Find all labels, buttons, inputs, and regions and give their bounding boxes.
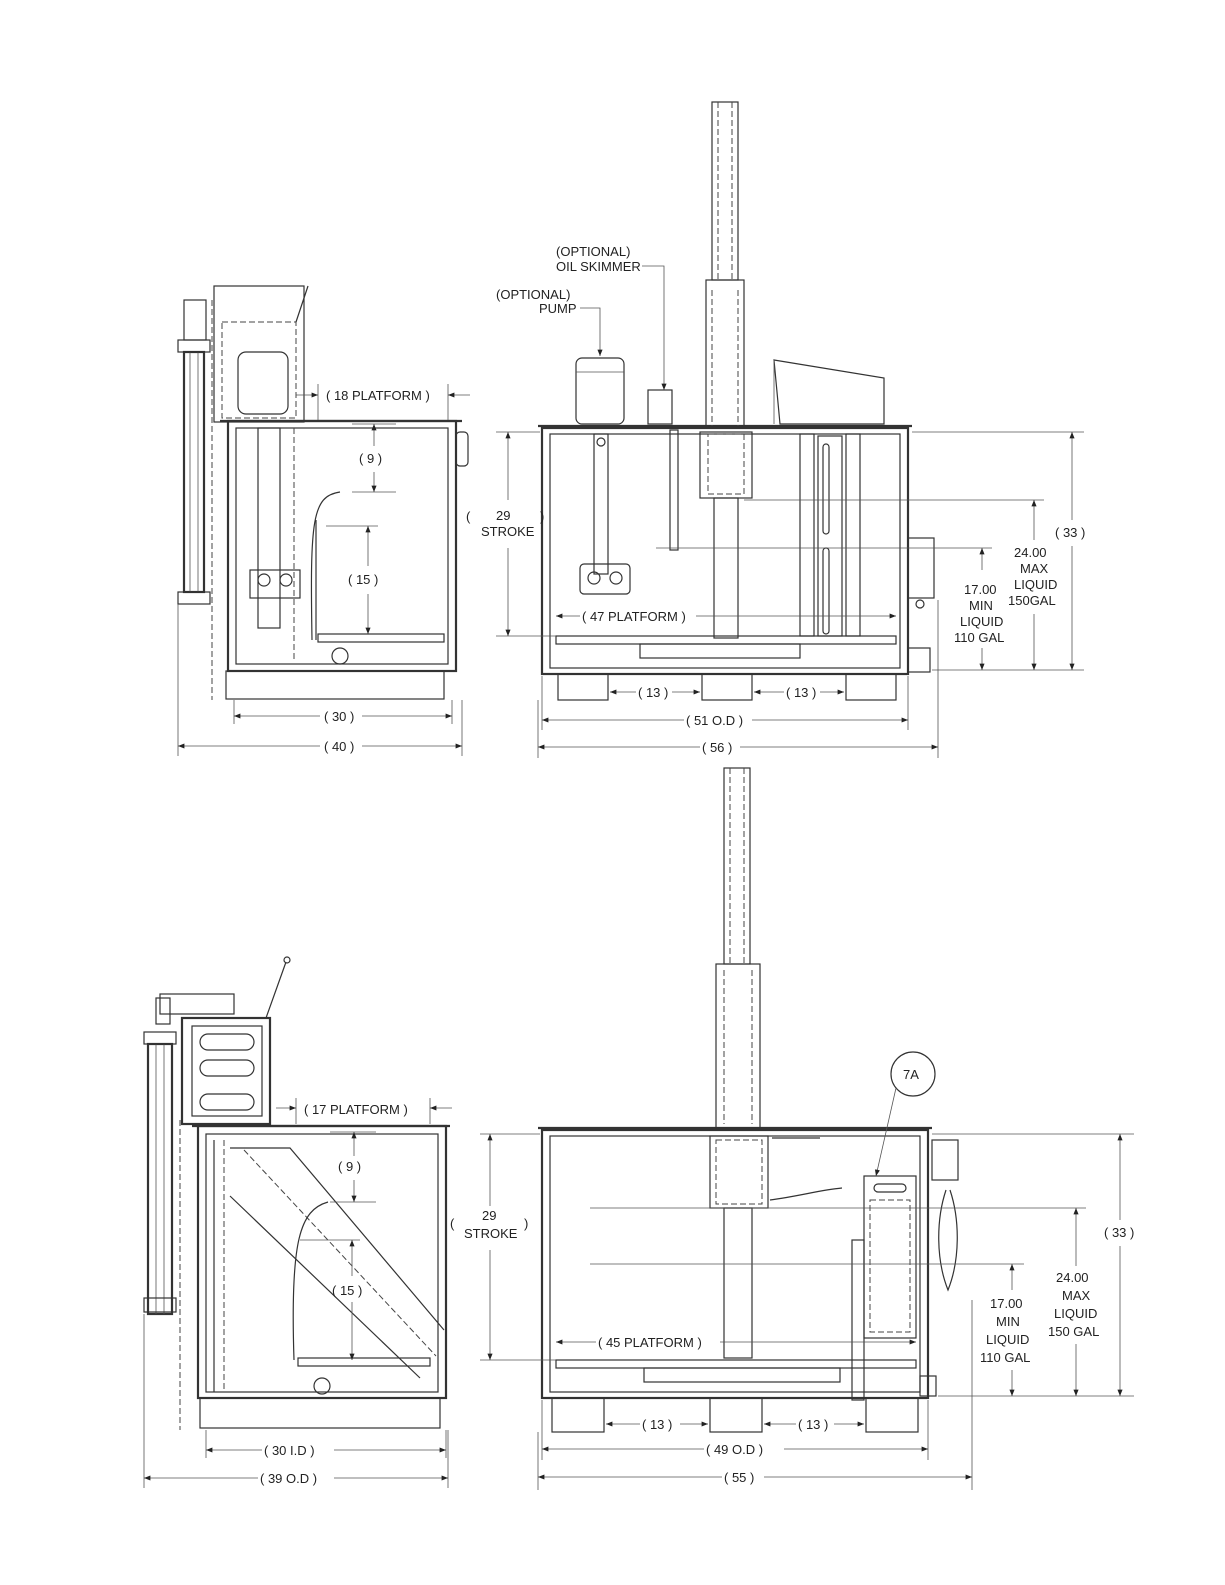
bottom-max-liquid-1: 24.00 (1056, 1270, 1089, 1285)
bottom-max-liquid-4: 150 GAL (1048, 1324, 1099, 1339)
bottom-side-id-dim: ( 30 I.D ) (264, 1443, 315, 1458)
oil-skimmer-label-2: OIL SKIMMER (556, 259, 641, 274)
top-front-platform-dim: ( 47 PLATFORM ) (582, 609, 686, 624)
svg-text:(: ( (450, 1216, 455, 1231)
top-max-liquid-2: MAX (1020, 561, 1049, 576)
bottom-front-view: 7A ( ) 29 STROKE ( 45 PLATFORM ) ( 13 ) … (450, 767, 1134, 1490)
top-side-view: ( 18 PLATFORM ) ( 9 ) ( 15 ) ( 30 ) ( 40… (177, 285, 470, 756)
bottom-side-od-dim: ( 39 O.D ) (260, 1471, 317, 1486)
top-max-liquid-1: 24.00 (1014, 545, 1047, 560)
top-min-liquid-1: 17.00 (964, 582, 997, 597)
bottom-front-stroke-1: 29 (482, 1208, 496, 1223)
top-front-thirteen-left: ( 13 ) (638, 685, 668, 700)
bottom-min-liquid-4: 110 GAL (980, 1350, 1030, 1365)
top-front-height-dim: ( 33 ) (1055, 525, 1085, 540)
top-max-liquid-4: 150GAL (1008, 593, 1056, 608)
balloon-7a: 7A (903, 1067, 919, 1082)
bottom-side-view: ( 17 PLATFORM ) ( 9 ) ( 15 ) ( 30 I.D ) … (143, 956, 452, 1488)
top-side-thirty-dim: ( 30 ) (324, 709, 354, 724)
top-min-liquid-4: 110 GAL (954, 630, 1004, 645)
bottom-min-liquid-3: LIQUID (986, 1332, 1029, 1347)
svg-text:(: ( (466, 509, 471, 524)
top-front-stroke-2: STROKE (481, 524, 535, 539)
oil-skimmer-label-1: (OPTIONAL) (556, 244, 630, 259)
top-front-od-dim: ( 51 O.D ) (686, 713, 743, 728)
bottom-side-platform-dim: ( 17 PLATFORM ) (304, 1102, 408, 1117)
pump-label-2: PUMP (539, 301, 577, 316)
top-front-overall-dim: ( 56 ) (702, 740, 732, 755)
top-side-platform-dim: ( 18 PLATFORM ) (326, 388, 430, 403)
bottom-front-thirteen-left: ( 13 ) (642, 1417, 672, 1432)
top-max-liquid-3: LIQUID (1014, 577, 1057, 592)
bottom-min-liquid-2: MIN (996, 1314, 1020, 1329)
bottom-front-height-dim: ( 33 ) (1104, 1225, 1134, 1240)
svg-text:): ) (524, 1216, 528, 1231)
svg-text:): ) (540, 509, 544, 524)
bottom-front-overall-dim: ( 55 ) (724, 1470, 754, 1485)
bottom-front-thirteen-right: ( 13 ) (798, 1417, 828, 1432)
bottom-front-od-dim: ( 49 O.D ) (706, 1442, 763, 1457)
bottom-side-fifteen-dim: ( 15 ) (332, 1283, 362, 1298)
bottom-front-platform-dim: ( 45 PLATFORM ) (598, 1335, 702, 1350)
top-front-stroke-1: 29 (496, 508, 510, 523)
top-side-nine-dim: ( 9 ) (359, 451, 382, 466)
pump-label-1: (OPTIONAL) (496, 287, 570, 302)
top-side-fifteen-dim: ( 15 ) (348, 572, 378, 587)
top-side-forty-dim: ( 40 ) (324, 739, 354, 754)
top-front-thirteen-right: ( 13 ) (786, 685, 816, 700)
top-front-view: (OPTIONAL) OIL SKIMMER (OPTIONAL) PUMP (… (466, 101, 1085, 758)
bottom-max-liquid-3: LIQUID (1054, 1306, 1097, 1321)
top-min-liquid-2: MIN (969, 598, 993, 613)
bottom-max-liquid-2: MAX (1062, 1288, 1091, 1303)
top-min-liquid-3: LIQUID (960, 614, 1003, 629)
bottom-min-liquid-1: 17.00 (990, 1296, 1023, 1311)
bottom-front-stroke-2: STROKE (464, 1226, 518, 1241)
bottom-side-nine-dim: ( 9 ) (338, 1159, 361, 1174)
